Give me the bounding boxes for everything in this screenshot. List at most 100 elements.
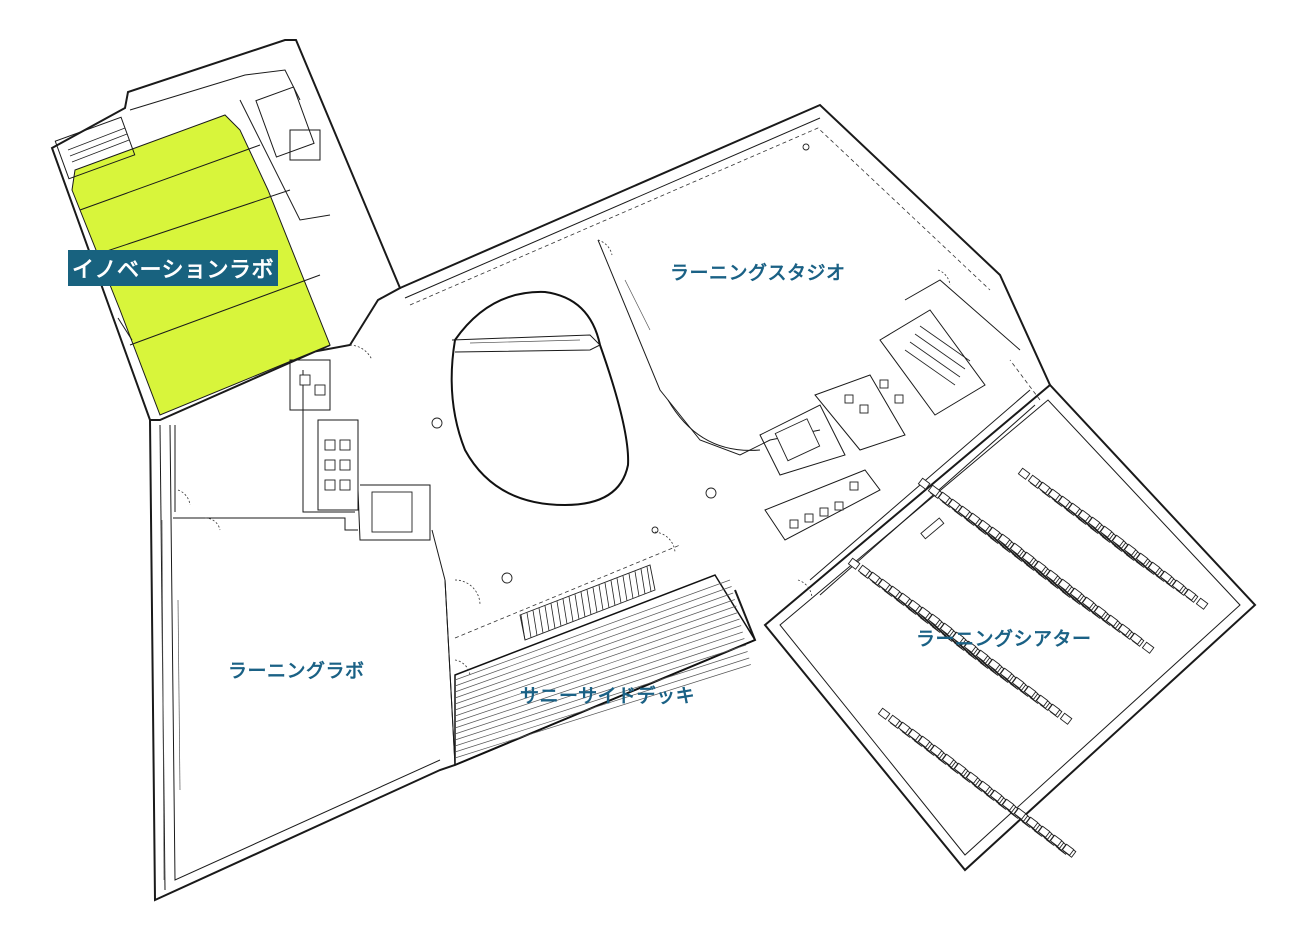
deck-plank: [454, 644, 747, 741]
theater-seat: [1027, 474, 1041, 487]
theater-seat: [989, 789, 1003, 802]
learning-lab-label[interactable]: ラーニングラボ: [228, 660, 365, 682]
top-stair: [54, 69, 331, 221]
theater-seat: [917, 606, 931, 619]
theater-seat: [927, 613, 941, 626]
theater-seat: [1037, 825, 1051, 838]
theater-seat: [1105, 614, 1119, 627]
theater-seat: [997, 533, 1011, 546]
theater-seat: [977, 519, 991, 532]
theater-walls: [763, 359, 1257, 872]
theater-seat: [1057, 578, 1071, 591]
theater-seat: [967, 512, 981, 525]
learning-studio-label[interactable]: ラーニングスタジオ: [670, 262, 846, 284]
theater-seat: [1195, 597, 1209, 610]
innovation-lab-label[interactable]: イノベーションラボ: [68, 250, 279, 286]
theater-seat: [917, 477, 931, 490]
theater-seat: [857, 564, 871, 577]
deck-plank: [454, 651, 748, 747]
door-swings: [177, 239, 951, 676]
deck-stair-tread: [604, 582, 610, 608]
deck-plank: [454, 638, 745, 735]
deck-plank: [454, 586, 732, 687]
sunny-side-deck-label[interactable]: サニーサイドデッキ: [520, 685, 696, 707]
theater-seat: [999, 667, 1013, 680]
theater-seat: [1021, 551, 1035, 564]
theater-seat: [907, 599, 921, 612]
theater-seat: [877, 707, 891, 720]
theater-seat: [887, 585, 901, 598]
deck-plank: [454, 625, 742, 723]
learning-theater-label[interactable]: ラーニングシアター: [916, 628, 1092, 650]
theater-seat: [1067, 502, 1081, 515]
theater-seat: [951, 631, 965, 644]
theater-seat: [957, 505, 971, 518]
theater-seat: [1111, 534, 1125, 547]
theater-seat: [1047, 703, 1061, 716]
theater-seat: [1123, 543, 1137, 556]
deck-stair-tread: [526, 612, 532, 638]
theater-seat: [965, 771, 979, 784]
deck-stair-tread: [538, 608, 544, 634]
central-hall-walls: [399, 103, 1051, 584]
theater-seat: [1059, 712, 1073, 725]
theater-seat: [1099, 525, 1113, 538]
theater-seat: [1033, 560, 1047, 573]
theater-seat: [963, 640, 977, 653]
deck-stair-tread: [622, 575, 628, 601]
deck-stair-tread: [556, 601, 562, 627]
deck-stair-tread: [580, 591, 586, 618]
theater-seat: [867, 571, 881, 584]
theater-seat: [1135, 552, 1149, 565]
deck-stair-tread: [520, 614, 526, 641]
theater-seat: [1025, 816, 1039, 829]
theater-seat: [1047, 488, 1061, 501]
deck-stair-tread: [574, 594, 580, 620]
deck-stair-tread: [586, 589, 592, 615]
deck-stair-tread: [628, 573, 634, 599]
theater-seat: [937, 491, 951, 504]
theater-seat: [1023, 685, 1037, 698]
deck-stair-tread: [532, 610, 538, 636]
theater-seat: [1141, 641, 1155, 654]
theater-seat: [887, 714, 901, 727]
theater-seat: [1037, 481, 1051, 494]
theater-seat: [1077, 509, 1091, 522]
deck-stair-tread: [616, 578, 622, 604]
theater-seat: [897, 721, 911, 734]
deck-stair-tread: [610, 580, 616, 606]
theater-seat: [1087, 516, 1101, 529]
deck-plank: [454, 664, 751, 759]
theater-seat: [847, 557, 861, 570]
theater-seat: [1049, 834, 1063, 847]
deck-stair-tread: [550, 603, 556, 629]
theater-seat: [1017, 467, 1031, 480]
theater-seat: [929, 744, 943, 757]
deck-stair-tread: [646, 566, 652, 592]
theater-seat: [1183, 588, 1197, 601]
theater-seat: [953, 762, 967, 775]
theater-seat: [975, 649, 989, 662]
deck-stair-tread: [544, 605, 550, 631]
theater-seat: [1061, 843, 1075, 856]
theater-seat: [941, 753, 955, 766]
theater-seat: [1013, 807, 1027, 820]
deck-stair-tread: [592, 587, 598, 613]
theater-seat: [939, 622, 953, 635]
theater-seat: [1001, 798, 1015, 811]
theater-seat: [1057, 495, 1071, 508]
deck-stair-tread: [568, 596, 574, 622]
theater-seat: [1035, 694, 1049, 707]
theater-seat: [877, 578, 891, 591]
theater-seat: [897, 592, 911, 605]
theater-seat: [1069, 587, 1083, 600]
theater-seat: [977, 780, 991, 793]
theater-seat: [1129, 632, 1143, 645]
sunny-side-deck[interactable]: [444, 544, 757, 767]
theater-seat: [987, 526, 1001, 539]
theater-seat: [1117, 623, 1131, 636]
theater-seat: [987, 658, 1001, 671]
deck-stair-tread: [598, 585, 604, 611]
theater-seats: [847, 467, 1209, 858]
